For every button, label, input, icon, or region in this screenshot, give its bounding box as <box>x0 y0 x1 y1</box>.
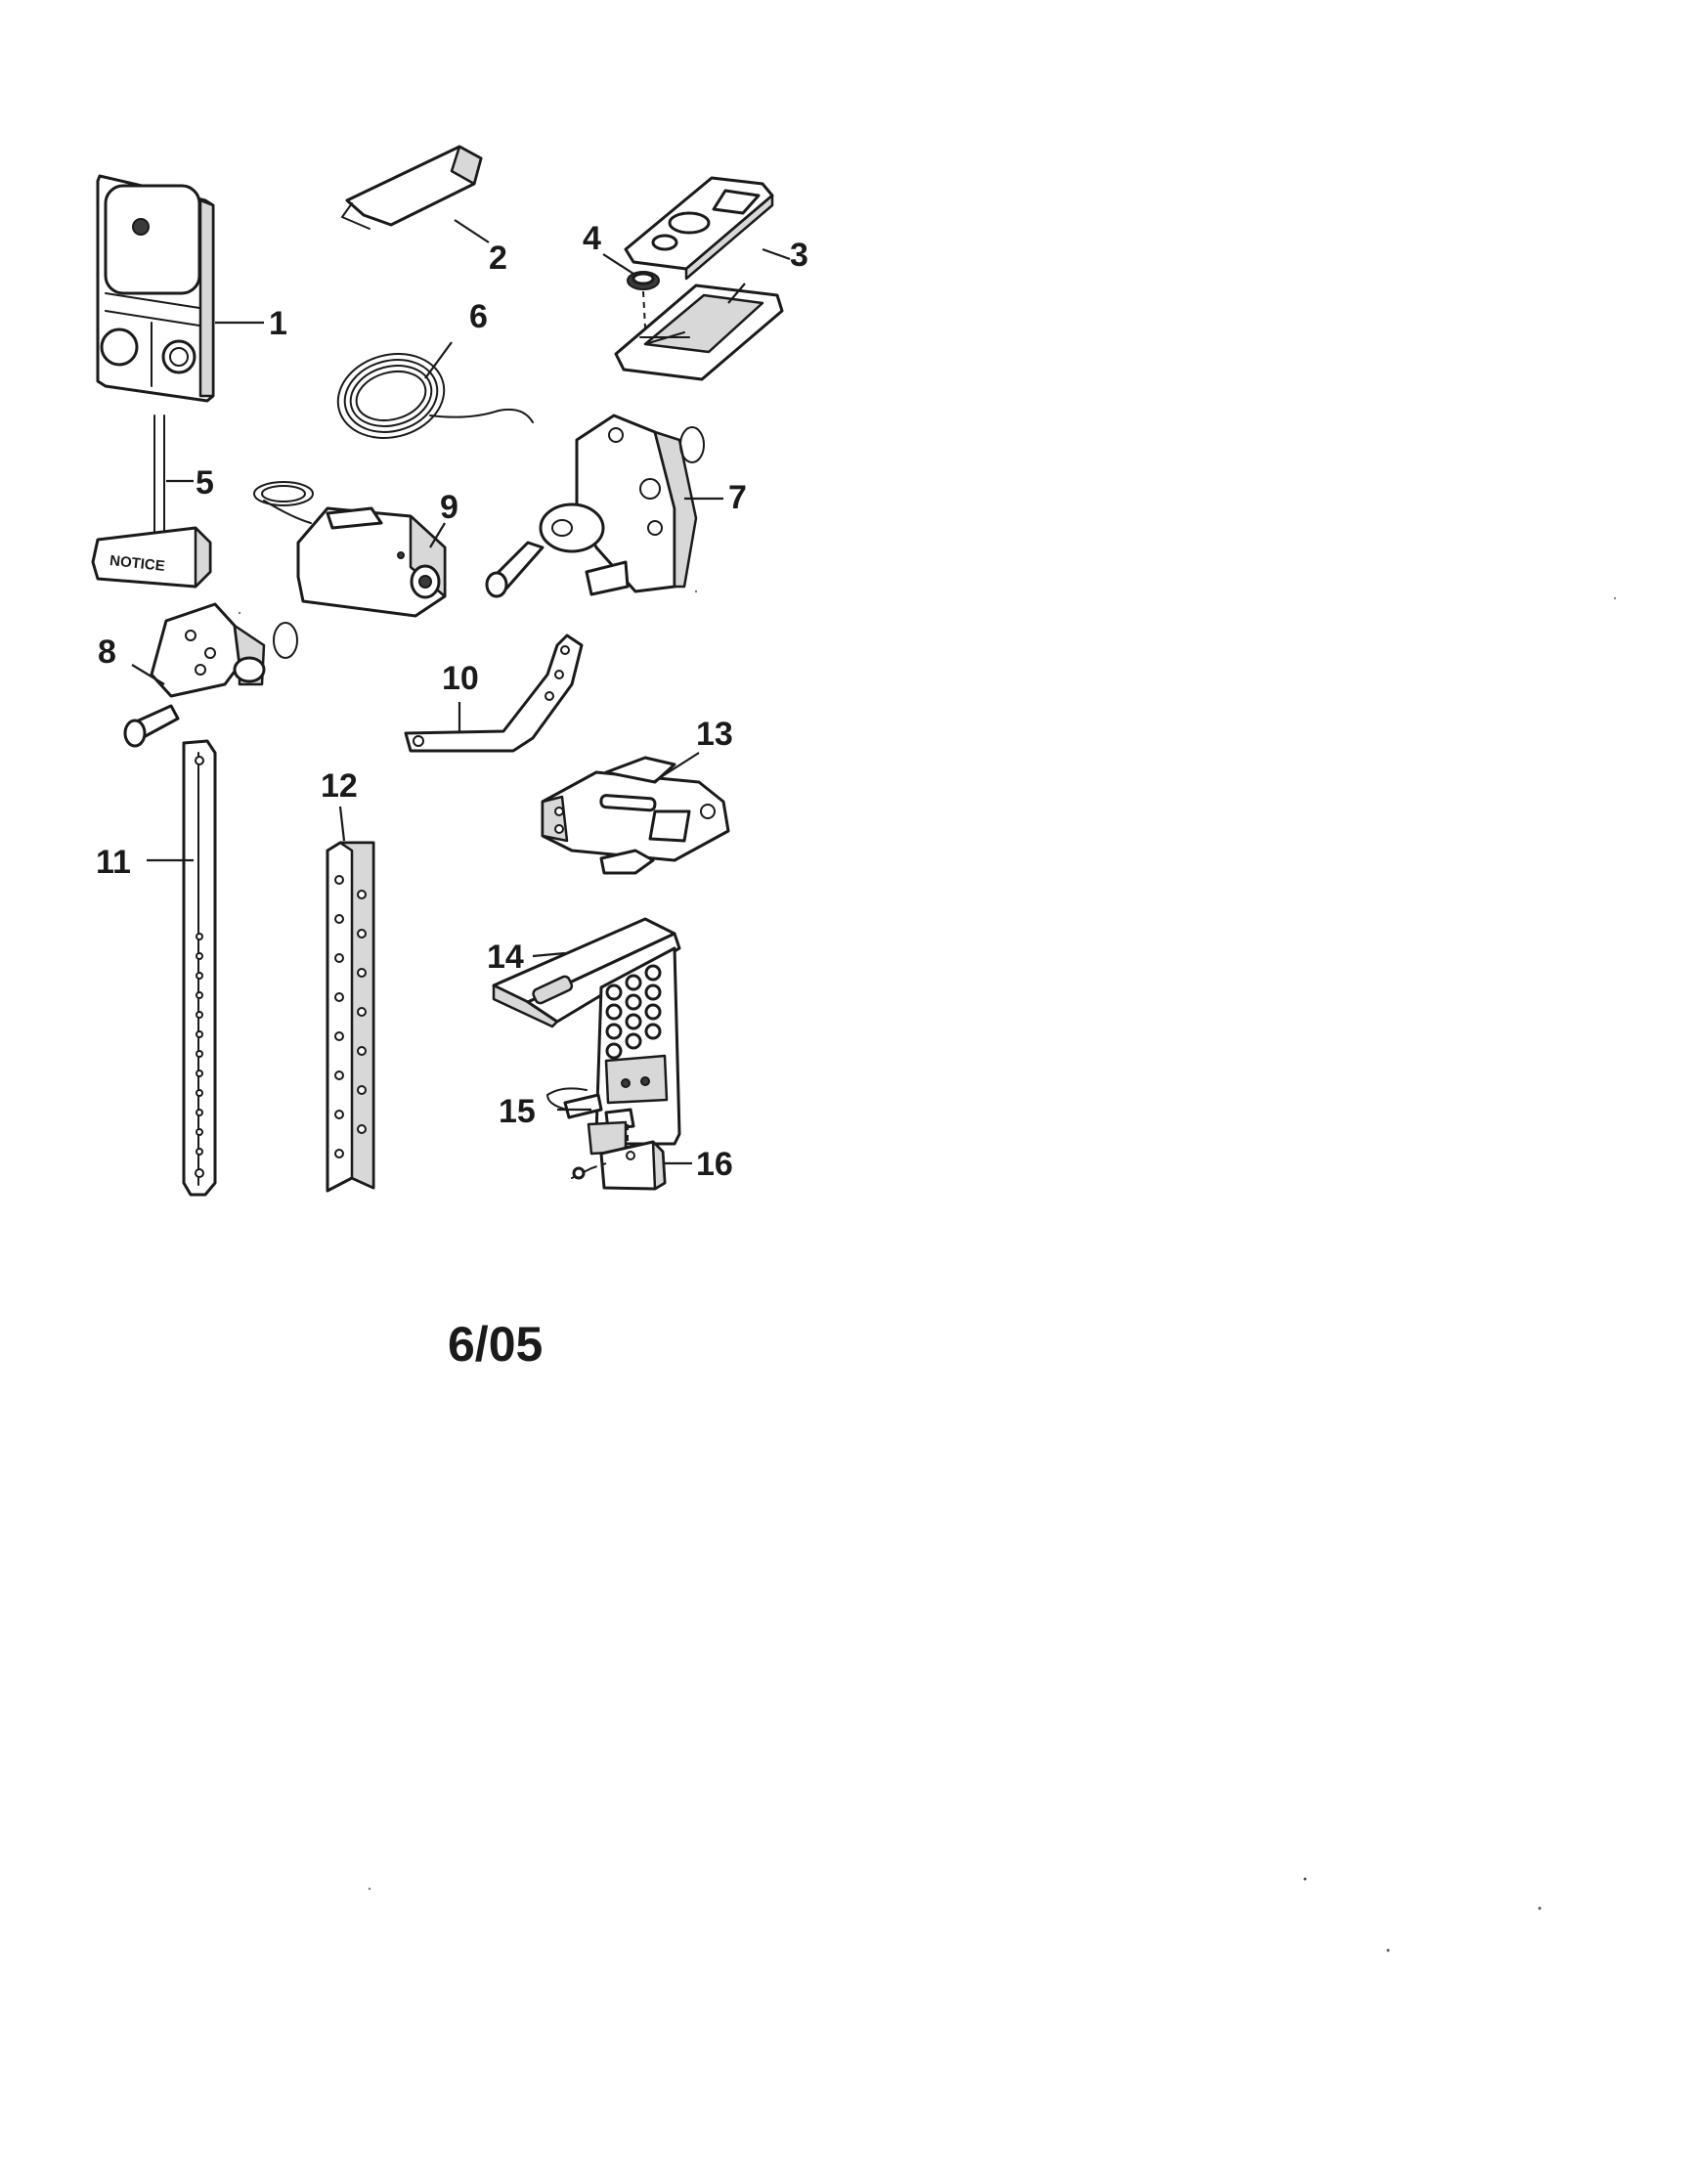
callout-9: 9 <box>440 489 458 526</box>
callout-1: 1 <box>269 305 287 342</box>
scan-specks <box>238 590 1617 1952</box>
callout-6: 6 <box>469 298 488 335</box>
callout-2: 2 <box>489 240 507 277</box>
keypad-body <box>594 946 681 1146</box>
callout-10: 10 <box>442 660 479 697</box>
part-11-straight-arm <box>182 739 217 1197</box>
part-10-curved-arm <box>404 633 584 753</box>
callout-12: 12 <box>321 767 358 805</box>
callout-14: 14 <box>487 939 524 976</box>
part-1-wall-control <box>96 174 215 403</box>
notice-label: NOTICE <box>109 552 165 575</box>
callout-4: 4 <box>583 220 601 257</box>
part-2-visor-clip <box>340 145 483 230</box>
part-16-battery-cover <box>571 1140 667 1191</box>
part-12-angle-iron <box>326 841 375 1193</box>
part-15-battery <box>545 1087 635 1158</box>
callout-8: 8 <box>98 633 116 671</box>
part-8-header-bracket <box>123 602 298 748</box>
part-5-notice-tag: NOTICE <box>91 415 212 589</box>
callout-15: 15 <box>499 1093 536 1130</box>
callout-5: 5 <box>196 464 214 502</box>
part-3-remote-transmitter <box>614 176 784 381</box>
part-13-trolley-bracket <box>541 756 730 875</box>
part-6-bell-wire <box>336 353 534 439</box>
part-9-safety-sensor <box>253 481 447 618</box>
callout-7: 7 <box>728 479 747 516</box>
part-7-door-bracket <box>485 414 705 598</box>
part-4-button <box>627 271 660 328</box>
callout-3: 3 <box>790 237 808 274</box>
callout-11: 11 <box>96 844 131 881</box>
callout-16: 16 <box>696 1146 733 1183</box>
callout-13: 13 <box>696 716 733 753</box>
date-code: 6/05 <box>448 1317 543 1372</box>
leader-lines <box>131 219 791 1165</box>
callout-labels: 1 2 3 4 5 6 7 8 9 10 11 12 13 14 15 16 <box>96 220 808 1183</box>
part-14-keypad-cover <box>492 917 681 1028</box>
